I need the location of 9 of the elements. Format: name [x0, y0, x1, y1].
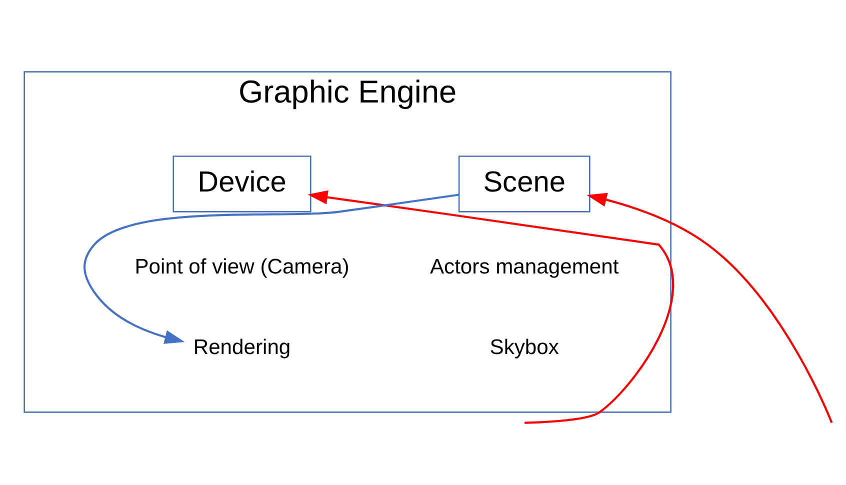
node-text: Point of view (Camera)	[134, 255, 350, 278]
arrow	[308, 190, 674, 424]
arrow	[586, 192, 833, 424]
node-text: Rendering	[193, 336, 291, 359]
arrow	[84, 194, 460, 344]
node-text: Actors management	[430, 255, 619, 278]
node-box: Scene	[458, 156, 590, 212]
node-text: Skybox	[490, 336, 559, 359]
node-box: Device	[172, 156, 312, 212]
